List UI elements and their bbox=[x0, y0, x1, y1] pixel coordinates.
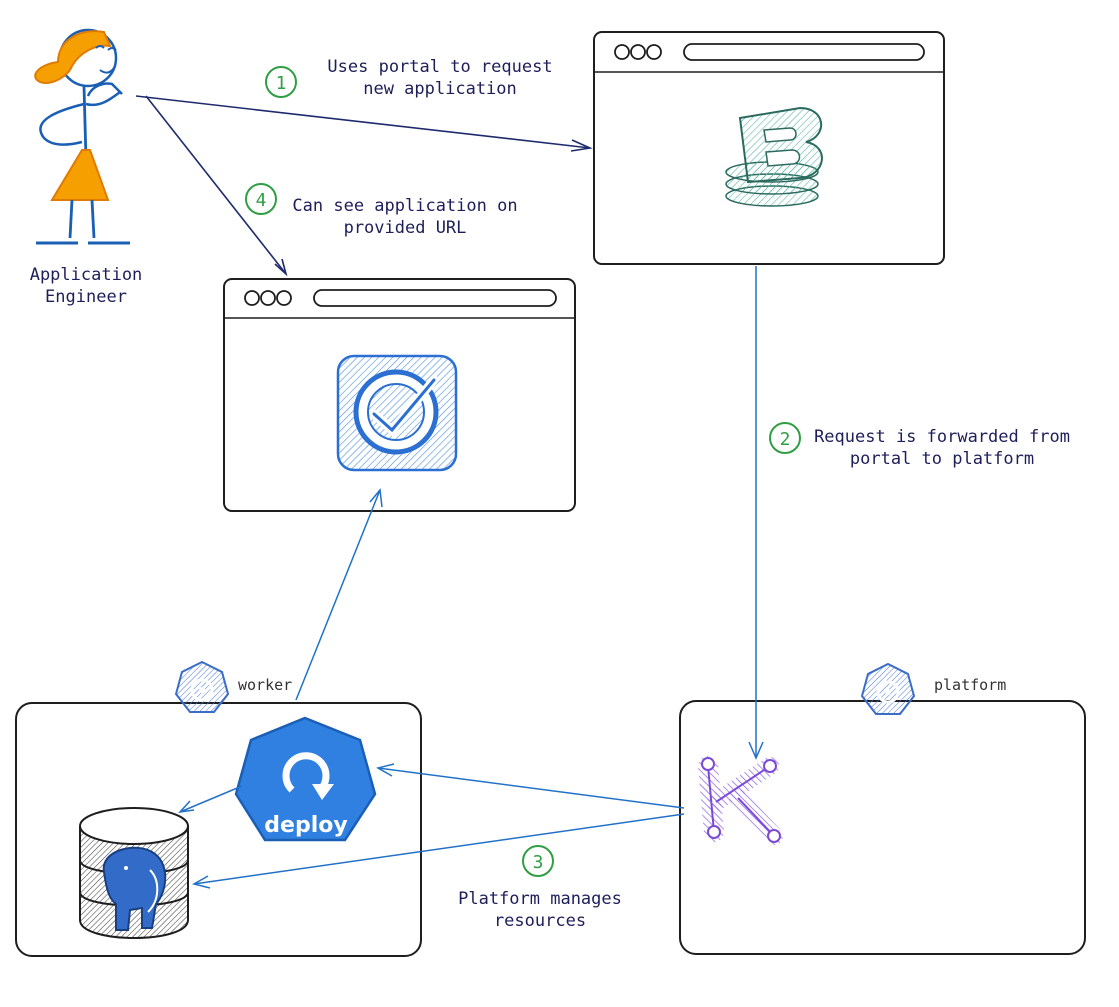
argo-check-icon bbox=[336, 354, 458, 472]
arrow-deploy-to-db bbox=[178, 785, 243, 814]
worker-k8s-icon bbox=[174, 660, 230, 713]
postgres-elephant-icon bbox=[102, 846, 167, 931]
backstage-stack-icon bbox=[725, 106, 823, 207]
deployment-icon bbox=[234, 716, 377, 842]
postgres-database-icon bbox=[79, 807, 189, 939]
actor-label-line2: Engineer bbox=[45, 287, 127, 307]
platform-cluster-box bbox=[679, 700, 1086, 955]
step-1-badge: 1 bbox=[265, 66, 297, 98]
step-4-line2: provided URL bbox=[343, 218, 467, 238]
step-2-line1: Request is forwarded from bbox=[814, 427, 1070, 447]
step-3-line2: resources bbox=[493, 911, 587, 931]
deploy-label: deploy bbox=[264, 813, 347, 838]
platform-cluster-label: platform bbox=[934, 676, 1007, 694]
arrow-platform-to-db bbox=[192, 813, 685, 889]
step-3-badge: 3 bbox=[522, 845, 554, 877]
step-1-line2: new application bbox=[363, 79, 517, 99]
step-4-text: Can see application on provided URL bbox=[280, 195, 530, 239]
arrow-platform-to-deploy bbox=[376, 763, 685, 809]
worker-cluster-label: worker bbox=[238, 676, 293, 694]
arrow-portal-to-platform bbox=[748, 266, 764, 760]
actor-label: Application Engineer bbox=[26, 264, 146, 308]
platform-k8s-icon bbox=[860, 662, 916, 715]
step-4-line1: Can see application on bbox=[292, 196, 518, 216]
step-1-text: Uses portal to request new application bbox=[310, 56, 570, 100]
step-1-line1: Uses portal to request bbox=[327, 57, 553, 77]
arrow-engineer-to-app bbox=[145, 95, 288, 277]
actor-label-line1: Application bbox=[29, 265, 143, 285]
step-3-text: Platform manages resources bbox=[440, 888, 640, 932]
step-2-line2: portal to platform bbox=[849, 449, 1035, 469]
step-3-line1: Platform manages bbox=[458, 889, 622, 909]
kratix-k-icon bbox=[698, 756, 783, 845]
arrow-deploy-to-app bbox=[295, 488, 383, 701]
arrow-engineer-to-portal bbox=[135, 95, 593, 152]
application-engineer-figure bbox=[34, 28, 130, 245]
step-4-badge: 4 bbox=[245, 183, 277, 215]
step-2-text: Request is forwarded from portal to plat… bbox=[806, 426, 1078, 470]
step-2-badge: 2 bbox=[769, 422, 801, 454]
